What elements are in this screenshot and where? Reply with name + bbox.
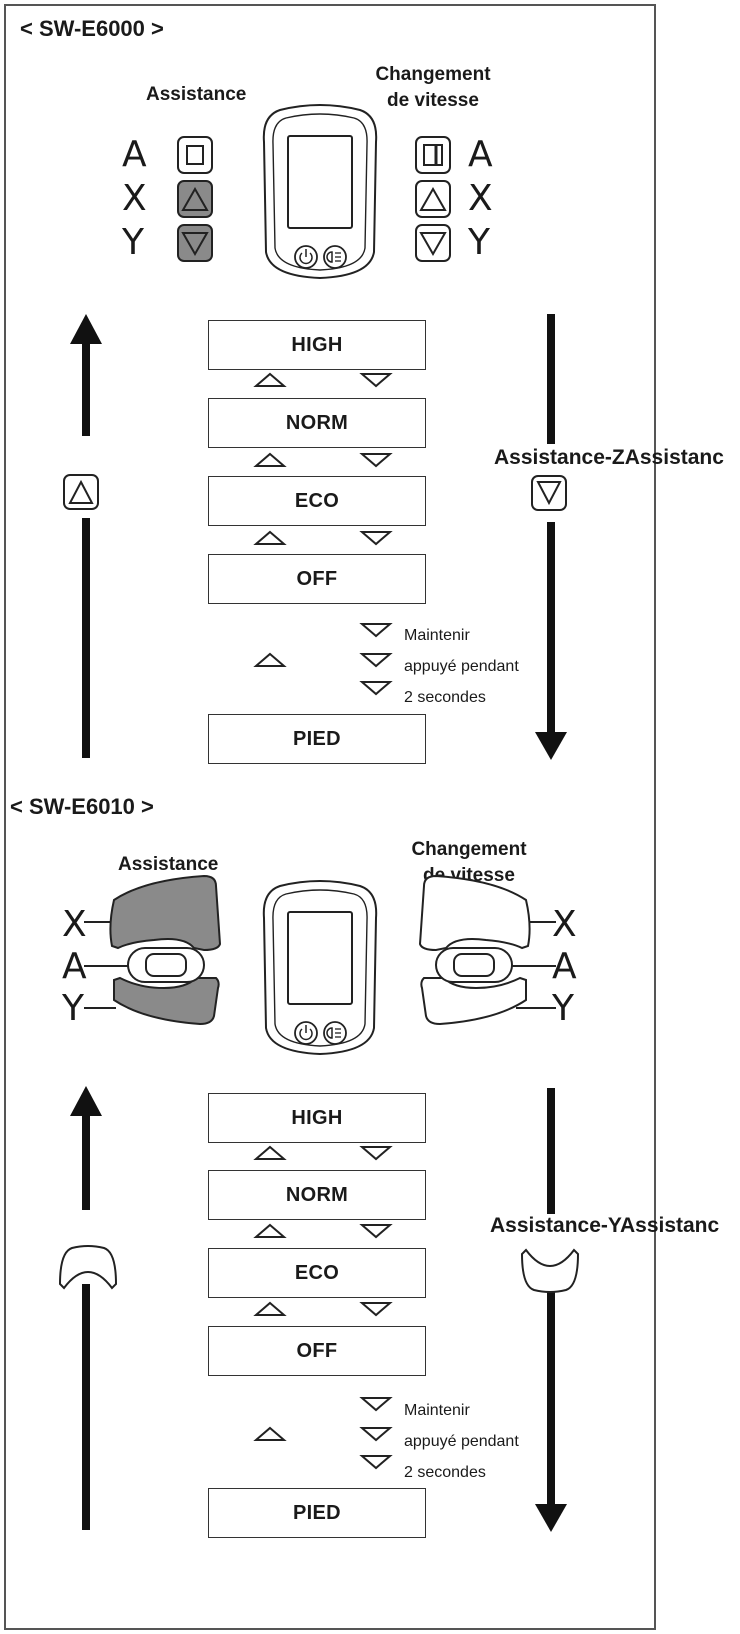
up-triangle-icon [253,1426,287,1441]
mode-eco: ECO [208,476,426,526]
shift-button-y[interactable] [415,224,451,262]
display-screen [287,135,353,229]
letter-x-right: X [552,904,577,945]
down-triangle-icon [359,1427,393,1442]
shift-button-a[interactable] [415,136,451,174]
display-unit [262,104,378,280]
hold-note-line1: Maintenir [404,1402,470,1419]
page-border [4,4,656,1630]
hold-note-line3: 2 secondes [404,689,486,706]
assist-button-a[interactable] [177,136,213,174]
hold-triangles [253,1397,393,1470]
shift-lever-x[interactable] [418,874,531,952]
side-text: Assistance-ZAssistanc [494,446,724,469]
mode-pied: PIED [208,714,426,764]
assist-button-y[interactable] [177,224,213,262]
up-lever-icon [58,1245,118,1290]
shift-label: Changement de vitesse [370,62,496,114]
down-triangle-icon [359,623,393,638]
letter-y-right: Y [552,988,574,1029]
shift-label-line2: de vitesse [387,90,479,111]
down-triangle-icon [359,531,393,546]
shift-lever-y[interactable] [420,976,527,1026]
side-text: Assistance-YAssistanc [490,1214,720,1237]
shift-button-x[interactable] [415,180,451,218]
light-icon[interactable] [323,245,347,269]
down-triangle-icon [359,1224,393,1239]
assist-lever-a[interactable] [127,947,205,983]
model-title-sw-e6010: < SW-E6010 > [10,794,154,819]
display-screen [287,911,353,1005]
letter-a-right: A [552,946,577,987]
power-icon[interactable] [294,245,318,269]
up-arrow-icon [70,314,102,758]
transition-triangles [253,372,393,546]
up-triangle-icon [253,1223,287,1238]
mode-eco: ECO [208,1248,426,1298]
letter-y-left: Y [122,222,144,263]
down-arrow-icon [535,1088,567,1532]
down-triangle-icon [359,1455,393,1470]
assist-switch-buttons [177,136,213,262]
down-triangle-icon [359,681,393,696]
shift-lever [418,874,556,1026]
up-triangle-icon [253,652,287,667]
shift-label: Changement de vitesse [404,837,534,889]
up-arrow-icon [70,1086,102,1530]
shift-label-line1: Changement [375,64,491,85]
hold-note-line1: Maintenir [404,627,470,644]
hold-triangles [253,623,393,696]
down-triangle-icon [359,1397,393,1412]
down-triangle-icon [359,653,393,668]
mode-norm: NORM [208,398,426,448]
down-button-icon [531,475,567,511]
assist-label: Assistance [146,84,247,105]
mode-off: OFF [208,554,426,604]
letter-a-left: A [62,946,87,987]
model-title-sw-e6000: < SW-E6000 > [20,16,164,41]
power-icon[interactable] [294,1021,318,1045]
up-triangle-icon [253,530,287,545]
down-triangle-icon [359,1146,393,1161]
letter-x-left: X [122,178,147,219]
down-triangle-icon [359,373,393,388]
assist-lever-y[interactable] [113,976,220,1026]
up-button-icon [63,474,99,510]
shift-label-line1: Changement [411,839,527,860]
down-arrow-icon [535,314,567,760]
transition-triangles [253,1145,393,1317]
letter-a-left: A [122,134,147,175]
up-triangle-icon [253,1145,287,1160]
down-triangle-icon [359,453,393,468]
assist-button-x[interactable] [177,180,213,218]
light-icon[interactable] [323,1021,347,1045]
letter-x-right: X [468,178,493,219]
hold-note-line3: 2 secondes [404,1464,486,1481]
mode-pied: PIED [208,1488,426,1538]
up-triangle-icon [253,1301,287,1316]
mode-high: HIGH [208,320,426,370]
letter-y-left: Y [62,988,84,1029]
hold-note-line2: appuyé pendant [404,658,519,675]
assist-lever [84,874,222,1026]
shift-lever-a[interactable] [435,947,513,983]
mode-off: OFF [208,1326,426,1376]
up-triangle-icon [253,452,287,467]
shift-switch-buttons [415,136,451,262]
down-lever-icon [520,1248,580,1293]
assist-label: Assistance [118,854,219,875]
letter-a-right: A [468,134,493,175]
letter-y-right: Y [468,222,490,263]
display-unit [262,880,378,1056]
hold-note-line2: appuyé pendant [404,1433,519,1450]
mode-norm: NORM [208,1170,426,1220]
down-triangle-icon [359,1302,393,1317]
up-triangle-icon [253,372,287,387]
mode-high: HIGH [208,1093,426,1143]
assist-lever-x[interactable] [109,874,222,952]
letter-x-left: X [62,904,87,945]
